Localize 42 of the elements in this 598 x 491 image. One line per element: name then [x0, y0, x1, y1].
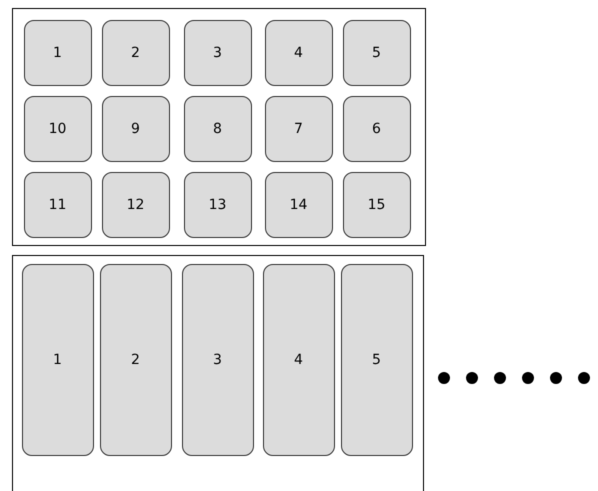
slot-number: 6: [372, 120, 381, 136]
grid-slot: [24, 172, 92, 238]
slot-number: 14: [290, 196, 308, 212]
tall-slot: [262, 264, 334, 456]
container-panel: [12, 255, 424, 491]
slot-number: 4: [294, 352, 303, 368]
grid-slot: [184, 96, 252, 162]
grid-slot: [264, 172, 332, 238]
tall-slot: [100, 264, 172, 456]
grid-slot: [342, 20, 410, 86]
grid-slot: [264, 96, 332, 162]
slot-number: 5: [372, 44, 381, 60]
grid-slot: [184, 172, 252, 238]
slot-number: 12: [126, 196, 144, 212]
grid-slot: [184, 20, 252, 86]
slot-number: 5: [372, 352, 381, 368]
slot-number: 2: [131, 44, 140, 60]
grid-slot: [24, 96, 92, 162]
grid-slot: [264, 20, 332, 86]
slot-number: 13: [208, 196, 226, 212]
grid-slot: [342, 172, 410, 238]
grid-slot: [24, 20, 92, 86]
tall-slot: [340, 264, 412, 456]
slot-number: 3: [213, 352, 222, 368]
slot-number: 2: [131, 352, 140, 368]
slot-number: 11: [48, 196, 66, 212]
slot-number: 10: [48, 120, 66, 136]
tall-slot: [182, 264, 254, 456]
slot-number: 3: [213, 44, 222, 60]
grid-slot: [342, 96, 410, 162]
slot-number: 9: [131, 120, 140, 136]
slot-number: 4: [294, 44, 303, 60]
slot-number: 1: [53, 352, 62, 368]
grid-slot: [102, 172, 170, 238]
slot-number: 7: [294, 120, 303, 136]
slot-number: 1: [53, 44, 62, 60]
slot-number: 15: [368, 196, 386, 212]
grid-slot: [102, 20, 170, 86]
container-panel: [12, 8, 426, 246]
tall-slot: [22, 264, 94, 456]
slot-number: 8: [213, 120, 222, 136]
grid-slot: [102, 96, 170, 162]
